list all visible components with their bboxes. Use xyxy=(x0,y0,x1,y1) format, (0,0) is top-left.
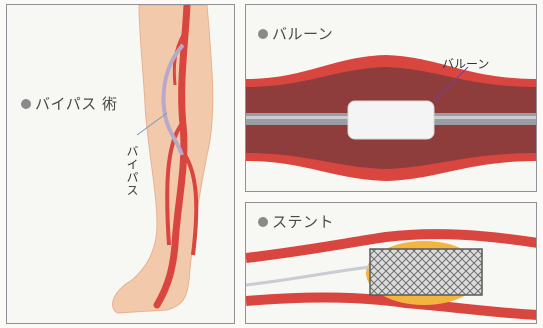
bypass-heading-text: バイパス 術 xyxy=(35,95,117,113)
bullet-icon xyxy=(21,99,31,109)
guide-wire xyxy=(246,267,370,285)
artery-wall-lower xyxy=(246,297,537,315)
stent-heading-text: ステント xyxy=(272,213,334,231)
stent-mesh-pattern xyxy=(370,249,482,295)
stent-heading: ステント xyxy=(258,211,334,232)
balloon-panel: バルーン バルーン xyxy=(245,4,537,192)
leg-illustration xyxy=(7,5,235,324)
bypass-panel: バイパス 術 バイパス xyxy=(6,4,235,324)
bypass-vertical-label: バイパス xyxy=(124,145,141,197)
stent-panel: ステント xyxy=(245,202,537,324)
bypass-heading: バイパス 術 xyxy=(21,93,117,114)
balloon-callout: バルーン xyxy=(442,55,489,72)
balloon-heading-text: バルーン xyxy=(272,25,333,43)
balloon xyxy=(348,101,434,139)
bullet-icon xyxy=(258,29,268,39)
balloon-heading: バルーン xyxy=(258,23,333,44)
bullet-icon xyxy=(258,217,268,227)
